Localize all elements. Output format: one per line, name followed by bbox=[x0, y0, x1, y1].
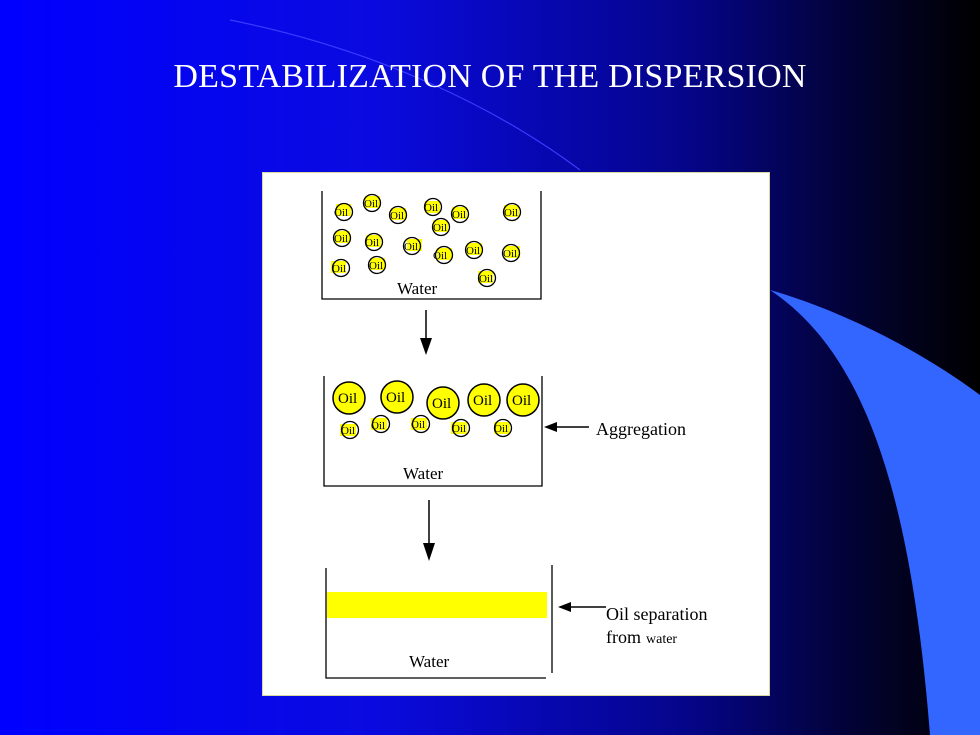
stage2-small-droplet: Oil bbox=[451, 418, 471, 438]
stage2-small-droplet-label: Oil bbox=[341, 425, 355, 437]
stage1-droplet-label: Oil bbox=[334, 233, 348, 245]
stage1-droplet: Oil bbox=[502, 202, 522, 222]
aggregation-annotation: Aggregation bbox=[544, 419, 686, 439]
stage1-droplet-label: Oil bbox=[364, 198, 378, 210]
stage1-droplet-label: Oil bbox=[365, 237, 379, 249]
stage1-droplet-label: Oil bbox=[369, 260, 383, 272]
oil-layer bbox=[327, 592, 547, 618]
stage1-droplet-label: Oil bbox=[503, 248, 517, 260]
stage1-droplet-label: Oil bbox=[433, 250, 447, 262]
stage1-water-label: Water bbox=[397, 279, 437, 298]
stage1-droplet-label: Oil bbox=[404, 241, 418, 253]
stage1-droplet-label: Oil bbox=[466, 245, 480, 257]
stage1-droplet-label: Oil bbox=[433, 222, 447, 234]
stage2-large-droplet-label: Oil bbox=[512, 393, 531, 409]
down-arrow-2 bbox=[423, 500, 435, 561]
stage2-small-droplet-label: Oil bbox=[411, 419, 425, 431]
stage1-droplet-label: Oil bbox=[390, 210, 404, 222]
stage3-beaker-left bbox=[325, 568, 546, 679]
accent-curve-shape bbox=[770, 290, 980, 735]
stage2-small-droplet: Oil bbox=[411, 414, 431, 434]
slide-title: DESTABILIZATION OF THE DISPERSION bbox=[173, 58, 807, 95]
stage1-droplet: Oil bbox=[367, 255, 387, 275]
separation-annotation: Oil separation from water bbox=[558, 602, 707, 647]
stage1-droplet-label: Oil bbox=[424, 202, 438, 214]
stage3-water-label: Water bbox=[409, 652, 449, 671]
stage2-large-droplet: Oil bbox=[380, 380, 414, 414]
stage2-large-droplet-label: Oil bbox=[386, 390, 405, 406]
stage1-container: Oil Oil Oil Oil Oil Oil Oil Oil Oil Oil … bbox=[321, 191, 542, 300]
separation-label-line1: Oil separation bbox=[606, 604, 707, 624]
stage2-large-droplet-label: Oil bbox=[432, 396, 451, 412]
stage1-droplet: Oil bbox=[450, 204, 470, 224]
stage2-large-droplet: Oil bbox=[426, 386, 460, 420]
diagram-panel: Oil Oil Oil Oil Oil Oil Oil Oil Oil Oil … bbox=[262, 172, 770, 696]
stage1-droplet-label: Oil bbox=[332, 263, 346, 275]
stage1-droplet: Oil bbox=[464, 240, 484, 260]
stage1-droplet: Oil bbox=[431, 217, 451, 237]
stage2-small-droplet-label: Oil bbox=[494, 423, 508, 435]
stage1-droplet: Oil bbox=[501, 243, 521, 263]
stage2-small-droplet-label: Oil bbox=[371, 420, 385, 432]
stage2-small-droplet-label: Oil bbox=[452, 423, 466, 435]
stage1-beaker bbox=[321, 191, 542, 300]
stage2-large-droplet: Oil bbox=[467, 383, 501, 417]
stage2-small-droplet: Oil bbox=[371, 414, 391, 434]
stage1-droplet: Oil bbox=[331, 258, 351, 278]
stage1-droplet-label: Oil bbox=[334, 207, 348, 219]
faint-decor-line bbox=[229, 19, 581, 171]
stage1-droplet: Oil bbox=[334, 202, 354, 222]
stage1-droplet-label: Oil bbox=[479, 273, 493, 285]
stage2-large-droplet-label: Oil bbox=[473, 393, 492, 409]
stage1-droplet: Oil bbox=[332, 228, 352, 248]
stage2-container: Oil Oil Oil Oil Oil Oil Oil Oil Oil Oil … bbox=[323, 376, 543, 487]
separation-label-from: from bbox=[606, 627, 641, 647]
stage3-container: Water bbox=[325, 565, 553, 679]
stage2-large-droplet: Oil bbox=[332, 381, 366, 415]
stage2-small-droplet: Oil bbox=[340, 420, 360, 440]
stage1-droplet: Oil bbox=[433, 245, 454, 265]
stage1-droplet: Oil bbox=[388, 205, 408, 225]
stage1-droplet: Oil bbox=[477, 268, 497, 288]
stage1-droplet: Oil bbox=[362, 193, 382, 213]
dispersion-diagram: Oil Oil Oil Oil Oil Oil Oil Oil Oil Oil … bbox=[321, 191, 707, 679]
stage2-large-droplet: Oil bbox=[506, 383, 540, 417]
stage1-droplet-label: Oil bbox=[504, 207, 518, 219]
down-arrow-1 bbox=[420, 310, 432, 355]
separation-label-line2: from water bbox=[606, 627, 677, 647]
stage1-droplet: Oil bbox=[402, 236, 422, 256]
stage2-small-droplet: Oil bbox=[493, 418, 513, 438]
stage1-droplet: Oil bbox=[423, 197, 443, 217]
aggregation-label: Aggregation bbox=[596, 419, 686, 439]
stage2-large-droplet-label: Oil bbox=[338, 391, 357, 407]
stage2-beaker bbox=[323, 376, 543, 487]
stage1-droplet: Oil bbox=[364, 232, 384, 252]
separation-label-water: water bbox=[646, 632, 677, 647]
stage2-water-label: Water bbox=[403, 464, 443, 483]
stage1-droplet-label: Oil bbox=[452, 209, 466, 221]
